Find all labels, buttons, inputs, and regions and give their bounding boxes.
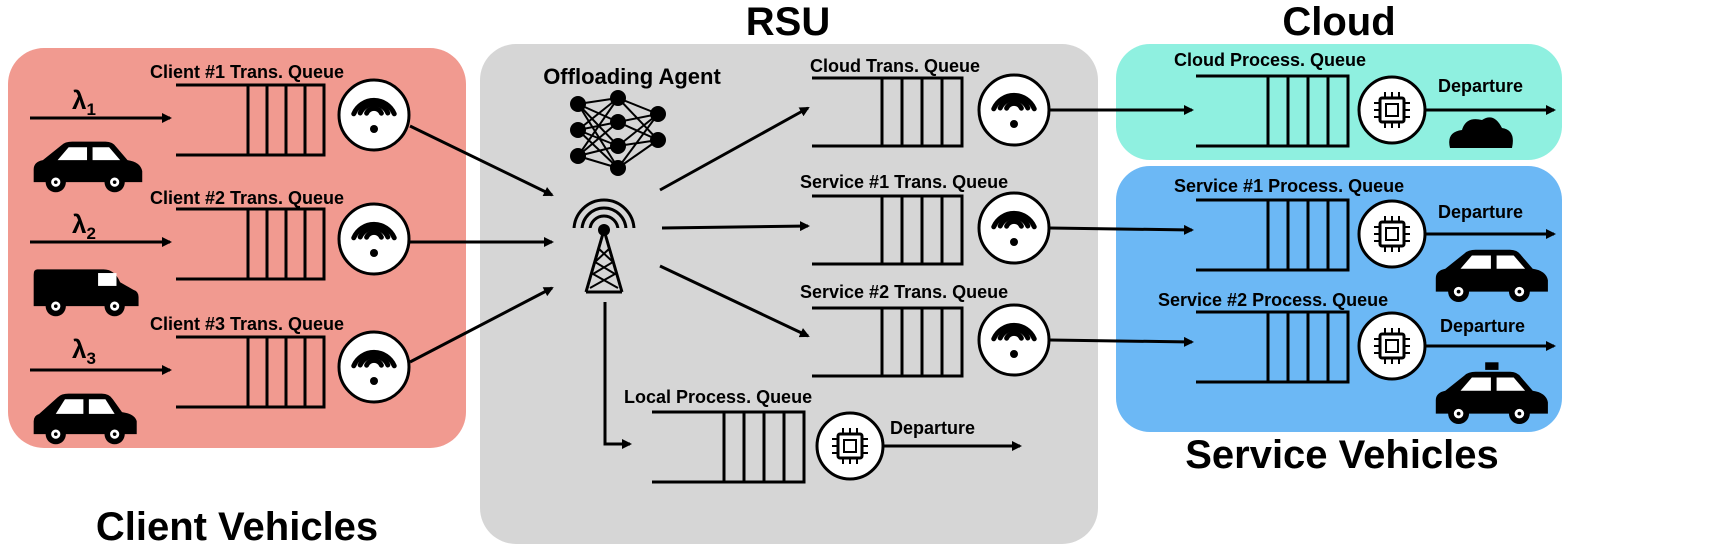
service2-cpu-icon [1357, 311, 1427, 381]
service1-process-queue-label: Service #1 Process. Queue [1174, 176, 1404, 196]
client1-to-rsu-arrow [409, 124, 554, 197]
service-vehicles-heading: Service Vehicles [1185, 433, 1499, 477]
service1-suv-icon [1435, 249, 1548, 303]
rsu-to-cloud-trans-arrow [659, 106, 810, 192]
service2-departure-label: Departure [1440, 316, 1525, 336]
client2-van-icon [33, 269, 139, 317]
to-service1-process-arrow [1049, 224, 1194, 235]
antenna-tower-icon [554, 198, 654, 308]
service1-cpu-icon [1357, 199, 1427, 269]
rsu-to-local-arrow [603, 302, 632, 449]
service2-process-queue-label: Service #2 Process. Queue [1158, 290, 1388, 310]
service1-trans-wifi-icon [977, 191, 1051, 265]
cloud-cpu-icon [1357, 75, 1427, 145]
client2-queue-label: Client #2 Trans. Queue [150, 188, 344, 208]
service1-trans-queue-label: Service #1 Trans. Queue [800, 172, 1008, 192]
cloud-panel [1116, 44, 1562, 160]
lambda1-label: λ1 [72, 85, 96, 119]
service1-trans-queue [812, 194, 964, 266]
service1-process-queue [1196, 198, 1350, 272]
cloud-trans-queue-label: Cloud Trans. Queue [810, 56, 980, 76]
client3-wifi-icon [337, 330, 411, 404]
service2-trans-wifi-icon [977, 303, 1051, 377]
client3-trans-queue [176, 335, 326, 409]
cloud-process-queue-label: Cloud Process. Queue [1174, 50, 1366, 70]
local-departure-label: Departure [890, 418, 975, 438]
offloading-agent-label: Offloading Agent [543, 64, 721, 89]
service2-trans-queue [812, 306, 964, 378]
lambda3-label: λ3 [72, 334, 96, 368]
rsu-to-service2-trans-arrow [659, 264, 810, 338]
cloud-trans-wifi-icon [977, 73, 1051, 147]
client1-trans-queue [176, 83, 326, 157]
service2-trans-queue-label: Service #2 Trans. Queue [800, 282, 1008, 302]
local-process-queue [652, 410, 806, 484]
client2-trans-queue [176, 207, 326, 281]
client3-queue-label: Client #3 Trans. Queue [150, 314, 344, 334]
service2-taxi-icon [1435, 362, 1548, 425]
to-service2-process-arrow [1049, 336, 1194, 347]
local-cpu-icon [815, 411, 885, 481]
client1-queue-label: Client #1 Trans. Queue [150, 62, 344, 82]
service2-process-queue [1196, 310, 1350, 384]
rsu-to-service1-trans-arrow [661, 221, 810, 232]
service1-departure-label: Departure [1438, 202, 1523, 222]
client1-car-icon [33, 141, 143, 193]
client-vehicles-heading: Client Vehicles [96, 505, 378, 549]
client1-wifi-icon [337, 78, 411, 152]
client3-hatchback-icon [33, 393, 137, 445]
cloud-trans-queue [812, 76, 964, 148]
cloud-icon [1449, 117, 1513, 148]
rsu-panel [480, 44, 1098, 544]
rsu-heading: RSU [746, 0, 830, 44]
neural-network-icon [570, 90, 666, 176]
client3-to-rsu-arrow [409, 286, 554, 364]
cloud-process-queue [1196, 74, 1350, 148]
lambda2-label: λ2 [72, 209, 96, 243]
cloud-heading: Cloud [1282, 0, 1395, 44]
cloud-departure-label: Departure [1438, 76, 1523, 96]
client2-wifi-icon [337, 202, 411, 276]
local-process-queue-label: Local Process. Queue [624, 387, 812, 407]
